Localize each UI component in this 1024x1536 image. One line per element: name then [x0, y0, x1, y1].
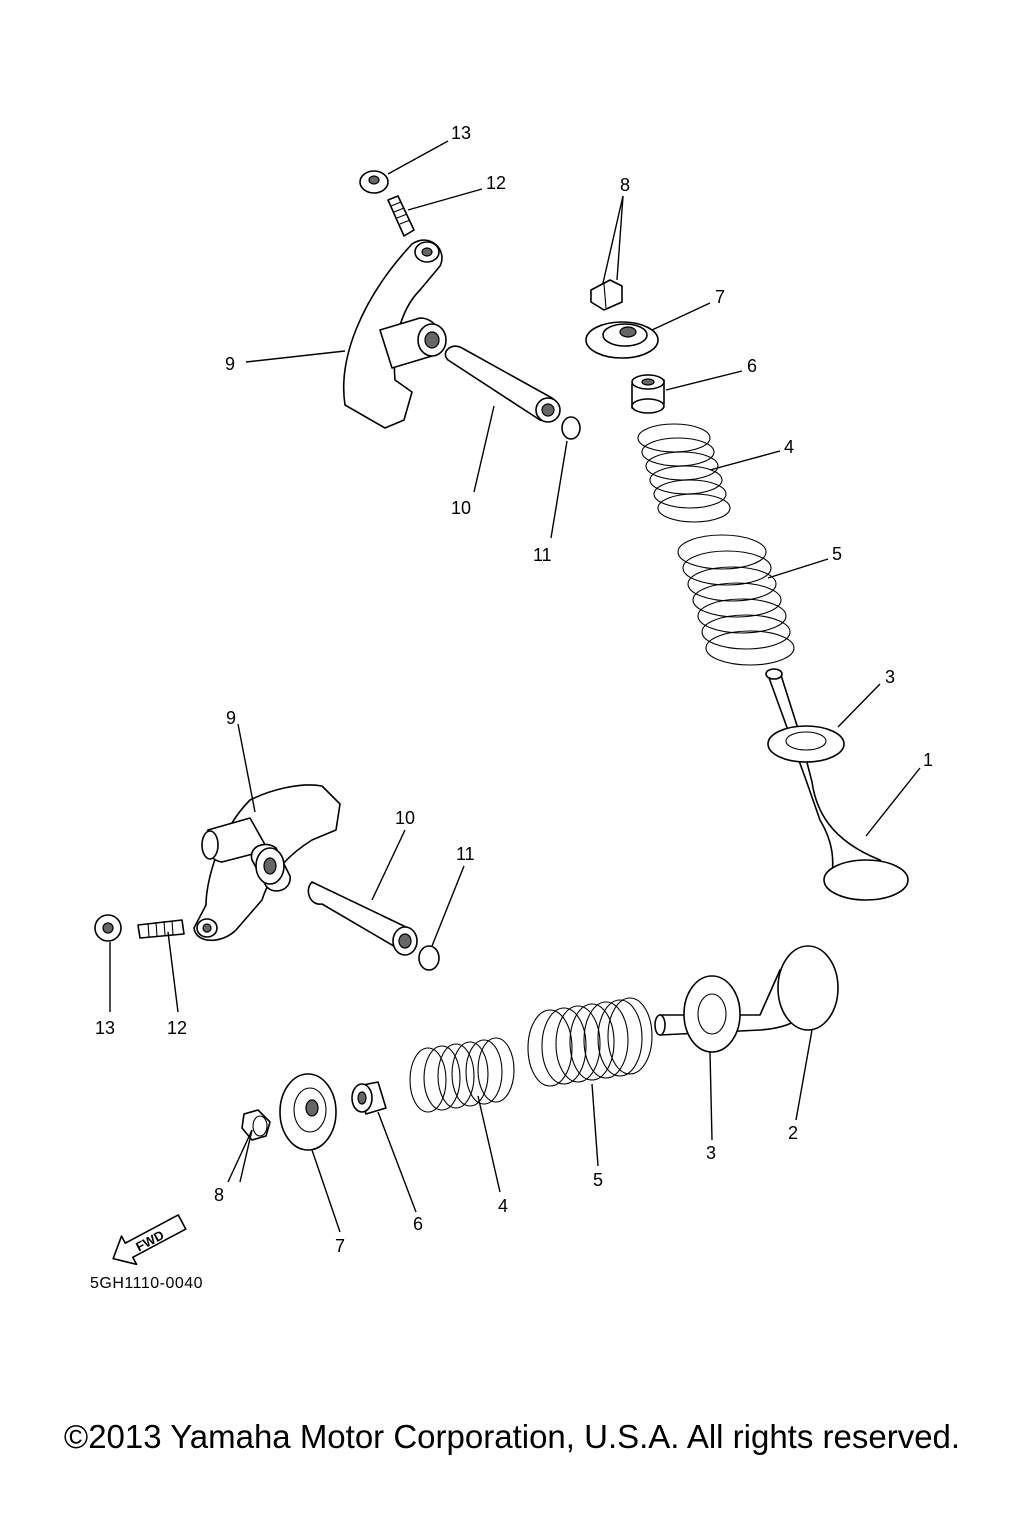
lower-rocker-shaft-part	[250, 843, 418, 956]
callout-upper-6: 6	[747, 356, 757, 376]
upper-rocker-arm-part	[342, 239, 447, 429]
callout-upper-13: 13	[451, 123, 471, 143]
lower-locknut-part	[94, 914, 122, 942]
callout-upper-9: 9	[225, 354, 235, 374]
callout-upper-3: 3	[885, 667, 895, 687]
callout-lower-3: 3	[706, 1143, 716, 1163]
upper-valve-cotter-part	[590, 279, 623, 311]
upper-adjusting-screw-part	[387, 195, 415, 237]
fwd-label: FWD	[133, 1227, 166, 1254]
callout-lower-8: 8	[214, 1185, 224, 1205]
callout-upper-1: 1	[923, 750, 933, 770]
upper-spring-seat-part	[767, 725, 845, 763]
lower-valve-cotter-part	[241, 1109, 271, 1141]
upper-rocker-shaft-part	[444, 345, 561, 423]
lower-valve-part	[654, 945, 839, 1036]
callout-lower-13: 13	[95, 1018, 115, 1038]
upper-locknut-part	[359, 170, 389, 194]
lower-leader-lines	[109, 723, 813, 1233]
copyright-notice: ©2013 Yamaha Motor Corporation, U.S.A. A…	[63, 1418, 961, 1455]
callout-upper-10: 10	[451, 498, 471, 518]
lower-spring-retainer-part	[279, 1073, 337, 1151]
callout-lower-12: 12	[167, 1018, 187, 1038]
callout-lower-10: 10	[395, 808, 415, 828]
callout-lower-11: 11	[456, 844, 475, 864]
lower-stem-seal-part	[351, 1081, 387, 1115]
lower-o-ring-part	[418, 945, 440, 971]
upper-o-ring-part	[561, 416, 581, 440]
callout-lower-6: 6	[413, 1214, 423, 1234]
callout-upper-4: 4	[784, 437, 794, 457]
diagram-code: 5GH1110-0040	[90, 1275, 204, 1292]
lower-outer-spring-part	[527, 997, 653, 1087]
fwd-arrow-icon: FWD	[112, 1214, 187, 1266]
upper-callouts: 13 12 8 7 6 9 4 10 11 5 3 1	[225, 123, 933, 770]
callout-upper-11: 11	[533, 545, 552, 565]
upper-spring-retainer-part	[585, 321, 659, 359]
callout-lower-7: 7	[335, 1236, 345, 1256]
upper-leader-lines	[245, 140, 921, 837]
callout-upper-5: 5	[832, 544, 842, 564]
callout-upper-12: 12	[486, 173, 506, 193]
callout-lower-4: 4	[498, 1196, 508, 1216]
upper-valve-part	[765, 668, 909, 901]
lower-adjusting-screw-part	[137, 919, 185, 939]
callout-upper-8: 8	[620, 175, 630, 195]
lower-inner-spring-part	[409, 1037, 515, 1113]
upper-stem-seal-part	[631, 374, 665, 414]
lower-spring-seat-part	[683, 975, 741, 1053]
callout-lower-5: 5	[593, 1170, 603, 1190]
lower-callouts: 9 10 11 13 12 2 3 5 4 8 6 7	[95, 708, 798, 1256]
callout-lower-2: 2	[788, 1123, 798, 1143]
callout-lower-9: 9	[226, 708, 236, 728]
callout-upper-7: 7	[715, 287, 725, 307]
upper-inner-spring-part	[637, 423, 731, 523]
upper-outer-spring-part	[677, 534, 795, 666]
